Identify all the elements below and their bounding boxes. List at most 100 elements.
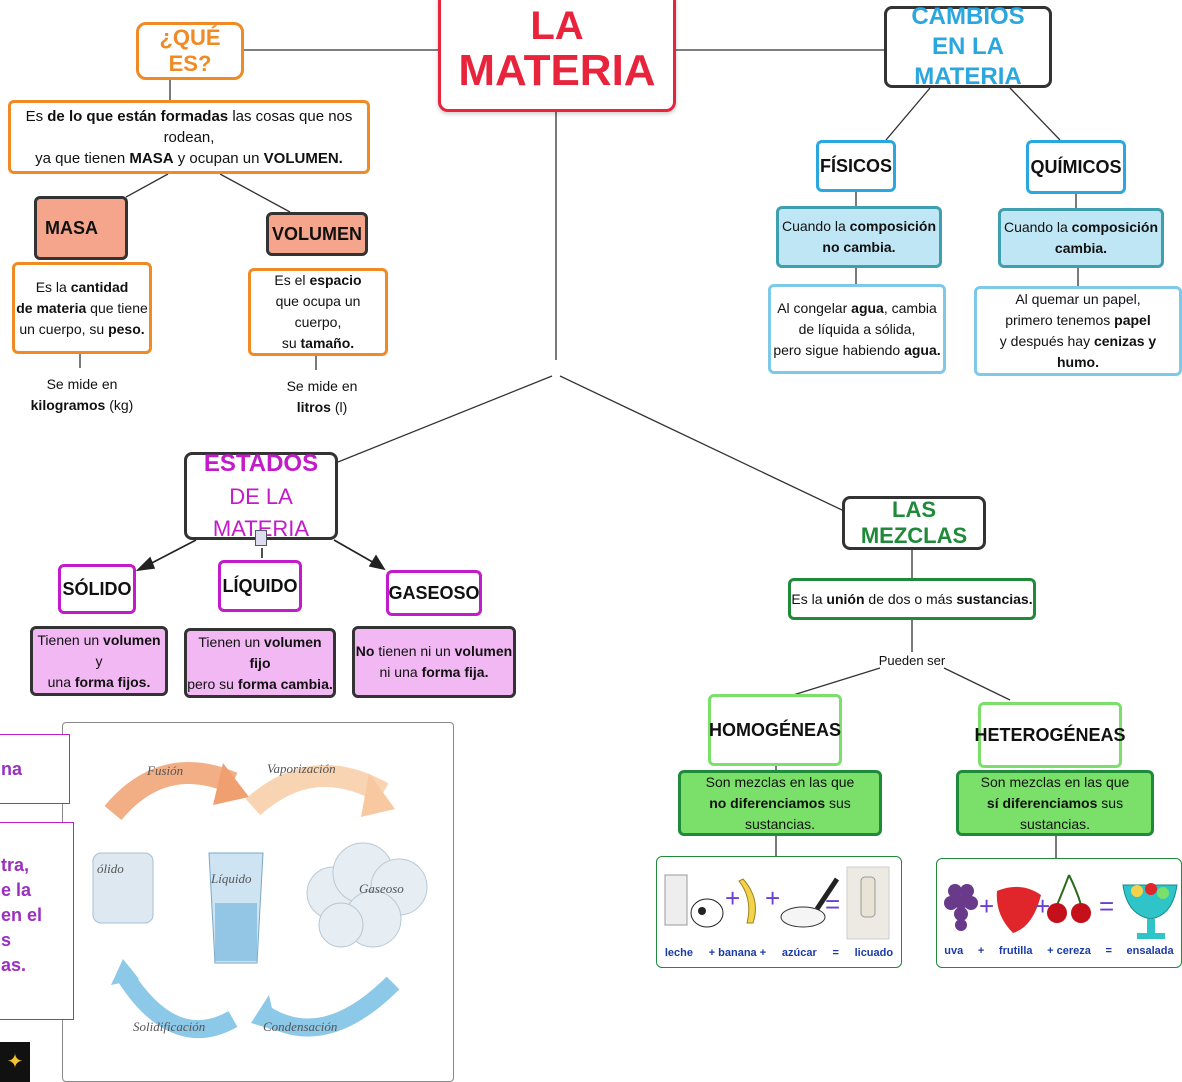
- volumen-l3a: su: [281, 335, 301, 351]
- def-b: de lo que están formadas: [47, 107, 229, 125]
- fisicos-title: FÍSICOS: [819, 155, 892, 176]
- masa-measure: Se mide en kilogramos (kg): [20, 374, 144, 416]
- heterogeneas-title: HETEROGÉNEAS: [974, 724, 1126, 745]
- cutoff-line-1: tra,: [1, 855, 30, 875]
- quimicos-ex3a: y después hay: [999, 333, 1094, 349]
- condensacion-label: Condensación: [263, 1019, 338, 1034]
- gaseoso-definition: No tienen ni un volumen ni una forma fij…: [352, 626, 516, 698]
- que-es-definition: Es de lo que están formadas las cosas qu…: [8, 100, 370, 174]
- cambios-box: CAMBIOS EN LA MATERIA: [884, 3, 1052, 90]
- def-g: VOLUMEN.: [263, 149, 343, 167]
- cloud-icon: [306, 842, 428, 948]
- heterogeneas-example-images: + + =: [944, 874, 1178, 939]
- que-es-box: ¿QUÉ ES?: [136, 22, 244, 80]
- solido-label: ólido: [97, 861, 124, 876]
- cutoff-box-1: na: [0, 734, 70, 804]
- que-es-title: ¿QUÉ ES?: [159, 25, 221, 76]
- ex-frutilla: frutilla: [998, 945, 1033, 957]
- masa-measure2a: kilogramos: [30, 397, 106, 413]
- ex-equals2: =: [1105, 945, 1112, 957]
- vaporizacion-label: Vaporización: [267, 761, 336, 776]
- heterogeneas-example-labels: uva + frutilla + cereza = ensalada: [937, 945, 1181, 957]
- state-cycle-image: Fusión Vaporización ólido Líquido Gaseos…: [62, 722, 454, 1082]
- estados-title-line2: DE LA MATERIA: [212, 484, 310, 541]
- estados-box: ESTADOS DE LA MATERIA: [184, 450, 338, 541]
- volumen-definition: Es el espacio que ocupa un cuerpo, su ta…: [248, 268, 388, 356]
- def-c: las cosas que nos rodean,: [163, 107, 353, 146]
- volumen-l3b: tamaño.: [300, 335, 355, 351]
- cutoff-box-1-text: na: [1, 758, 23, 779]
- solido-l2a: una: [47, 673, 75, 690]
- homogeneas-example-labels: leche + banana + azúcar = licuado: [657, 947, 901, 959]
- volumen-measure2b: (l): [330, 399, 348, 415]
- quimicos-def2: cambia.: [1054, 240, 1108, 256]
- fisicos-definition: Cuando la composición no cambia.: [776, 206, 942, 268]
- quimicos-example: Al quemar un papel, primero tenemos pape…: [974, 286, 1182, 376]
- ex-ensalada: ensalada: [1126, 945, 1174, 957]
- volumen-l1a: Es el: [274, 272, 310, 288]
- solido-l2b: forma fijos.: [74, 673, 151, 690]
- solido-title: SÓLIDO: [62, 578, 132, 599]
- heterogeneas-l1: Son mezclas en las que: [980, 773, 1130, 790]
- pueden-ser-label: Pueden ser: [878, 653, 946, 668]
- svg-text:+: +: [1035, 891, 1050, 921]
- fisicos-ex3b: agua.: [904, 341, 941, 358]
- solido-l1c: y: [95, 652, 103, 669]
- liquido-title: LÍQUIDO: [222, 575, 298, 596]
- cutoff-line-4: s: [1, 930, 12, 950]
- cutoff-box-2-text: tra, e la en el s as.: [0, 853, 42, 978]
- main-title-box: LA MATERIA: [438, 0, 676, 112]
- masa-measure2b: (kg): [105, 397, 134, 413]
- mezclas-box: LAS MEZCLAS: [842, 496, 986, 550]
- homogeneas-l2b: sus sustancias.: [744, 794, 851, 832]
- gaseoso-l1a: No: [355, 643, 375, 659]
- solido-box: SÓLIDO: [58, 564, 136, 614]
- solido-l1b: volumen: [103, 631, 161, 648]
- homogeneas-example: + + = leche + banana + azúcar = licuado: [656, 856, 902, 968]
- ex-azucar: azúcar: [781, 947, 817, 959]
- homogeneas-definition: Son mezclas en las que no diferenciamos …: [678, 770, 882, 836]
- main-title-line1: LA: [530, 4, 584, 48]
- fusion-label: Fusión: [147, 763, 184, 778]
- masa-title: MASA: [45, 217, 98, 238]
- solidificacion-label: Solidificación: [133, 1019, 206, 1034]
- strawberry-icon: [996, 886, 1041, 933]
- liquido-definition: Tienen un volumen fijo pero su forma cam…: [184, 628, 336, 698]
- quimicos-def1b: composición: [1071, 219, 1159, 235]
- quimicos-definition: Cuando la composición cambia.: [998, 208, 1164, 268]
- fisicos-def2: no cambia.: [822, 239, 896, 255]
- masa-l2b: que tiene: [86, 299, 148, 316]
- ice-cube-icon: [92, 852, 154, 924]
- svg-text:+: +: [765, 883, 780, 913]
- masa-measure1: Se mide en: [46, 376, 118, 392]
- ex-cereza: + cereza: [1047, 945, 1091, 957]
- mezclas-def-c: de dos o más: [864, 590, 957, 607]
- fisicos-box: FÍSICOS: [816, 140, 896, 192]
- liquido-box: LÍQUIDO: [218, 560, 302, 612]
- heterogeneas-definition: Son mezclas en las que sí diferenciamos …: [956, 770, 1154, 836]
- gaseoso-title: GASEOSO: [388, 582, 480, 603]
- heterogeneas-example: + + = uva + frutilla + cereza = ensalada: [936, 858, 1182, 968]
- masa-l2a: de materia: [16, 299, 87, 316]
- volumen-measure1: Se mide en: [286, 378, 358, 394]
- def-a: Es: [25, 107, 48, 125]
- homogeneas-example-images: + + =: [664, 866, 890, 940]
- svg-text:=: =: [825, 889, 840, 919]
- fisicos-ex1a: Al congelar: [777, 299, 852, 316]
- quimicos-ex1: Al quemar un papel,: [1015, 291, 1141, 307]
- state-cycle-art: [92, 762, 428, 1039]
- heterogeneas-l2b: sus sustancias.: [1019, 794, 1124, 832]
- gaseoso-box: GASEOSO: [386, 570, 482, 616]
- quimicos-def1a: Cuando la: [1003, 219, 1072, 235]
- volumen-measure2a: litros: [296, 399, 331, 415]
- masa-box: MASA: [34, 196, 128, 260]
- liquido-l1b: volumen fijo: [249, 633, 322, 671]
- homogeneas-title: HOMOGÉNEAS: [709, 719, 842, 740]
- estados-title-line1: ESTADOS: [203, 450, 319, 477]
- mezclas-def-b: unión: [826, 590, 865, 607]
- note-icon[interactable]: [255, 530, 267, 546]
- cow-icon: [690, 898, 724, 928]
- fisicos-example: Al congelar agua, cambia de líquida a só…: [768, 284, 946, 374]
- liquido-label: Líquido: [211, 871, 252, 886]
- cutoff-line-3: en el: [1, 905, 43, 925]
